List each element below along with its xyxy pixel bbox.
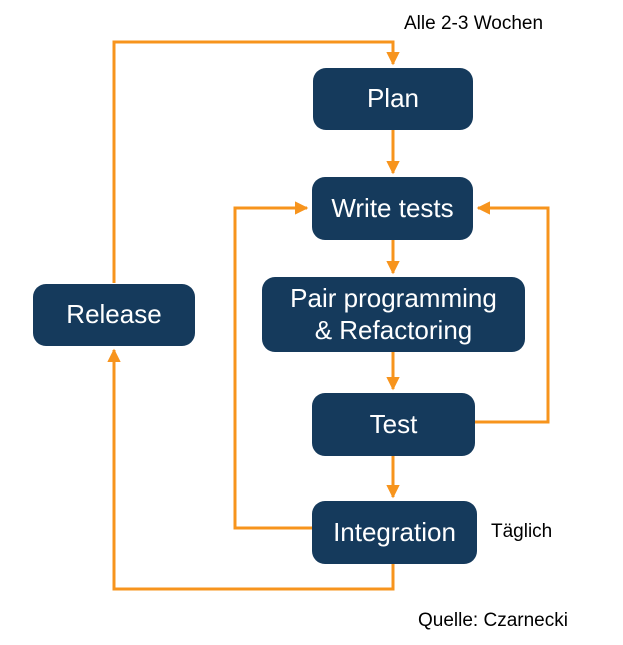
- node-plan: Plan: [313, 68, 473, 130]
- source-credit-label: Quelle: Czarnecki: [418, 610, 568, 631]
- arrow-integration-to-write-tests: [233, 201, 312, 530]
- cycle-duration-label: Alle 2-3 Wochen: [404, 13, 544, 34]
- node-pair-programming: Pair programming & Refactoring: [262, 277, 525, 352]
- arrow-integration-to-release: [107, 348, 395, 591]
- arrow-test-to-write-tests: [475, 201, 550, 424]
- node-release: Release: [33, 284, 195, 346]
- daily-label: Täglich: [491, 521, 553, 542]
- node-integration: Integration: [312, 501, 477, 564]
- arrow-release-to-plan: [112, 40, 400, 283]
- node-test: Test: [312, 393, 475, 456]
- node-write-tests: Write tests: [312, 177, 473, 240]
